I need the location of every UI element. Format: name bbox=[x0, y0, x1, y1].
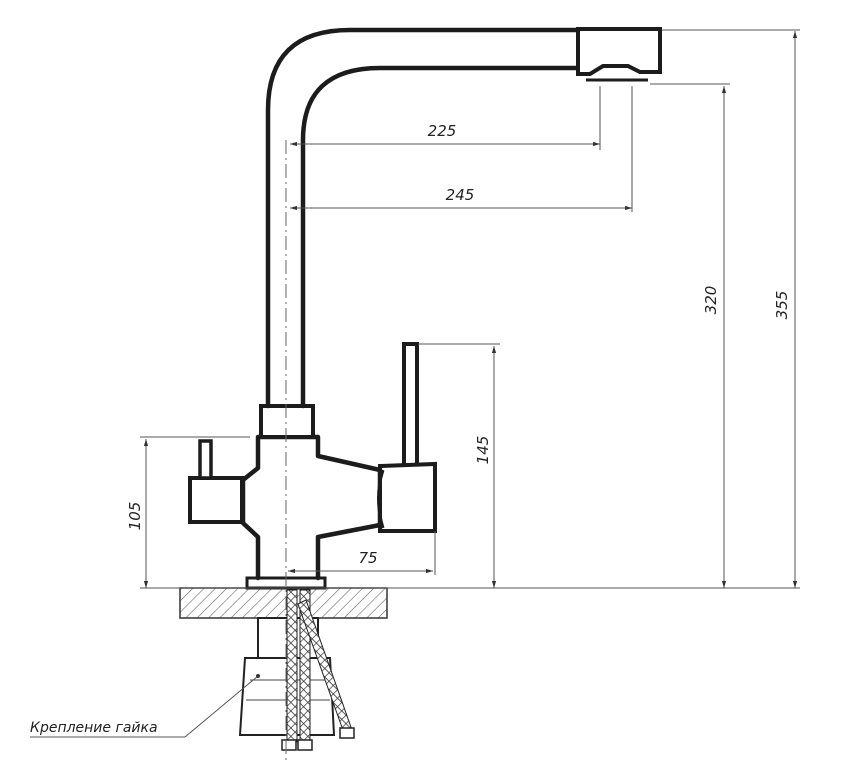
spout-pipe bbox=[265, 27, 583, 409]
dimension-245-label: 245 bbox=[446, 186, 475, 204]
dimension-105-label: 105 bbox=[126, 502, 144, 531]
dimension-320-label: 320 bbox=[702, 286, 720, 315]
dimension-355-label: 355 bbox=[773, 291, 791, 320]
filter-water-handle bbox=[188, 439, 244, 524]
braided-hoses bbox=[281, 589, 355, 751]
nut-callout-label: Крепление гайка bbox=[30, 720, 158, 736]
dimension-75-label: 75 bbox=[358, 549, 377, 567]
dimension-225: 225 bbox=[290, 122, 600, 147]
dimension-245: 245 bbox=[290, 186, 632, 211]
dimension-145-label: 145 bbox=[474, 436, 492, 465]
nut-callout: Крепление гайка bbox=[30, 674, 260, 738]
countertop-slab bbox=[179, 587, 388, 619]
dimension-145: 145 bbox=[474, 346, 497, 588]
dimension-225-label: 225 bbox=[428, 122, 457, 140]
dimension-320: 320 bbox=[702, 86, 727, 588]
spout-head bbox=[576, 27, 662, 82]
dimension-105: 105 bbox=[126, 439, 149, 588]
extension-lines bbox=[140, 29, 800, 589]
dimension-75: 75 bbox=[288, 549, 433, 574]
spout-collar bbox=[259, 404, 315, 439]
dimension-355: 355 bbox=[773, 31, 798, 588]
main-lever bbox=[377, 342, 437, 533]
